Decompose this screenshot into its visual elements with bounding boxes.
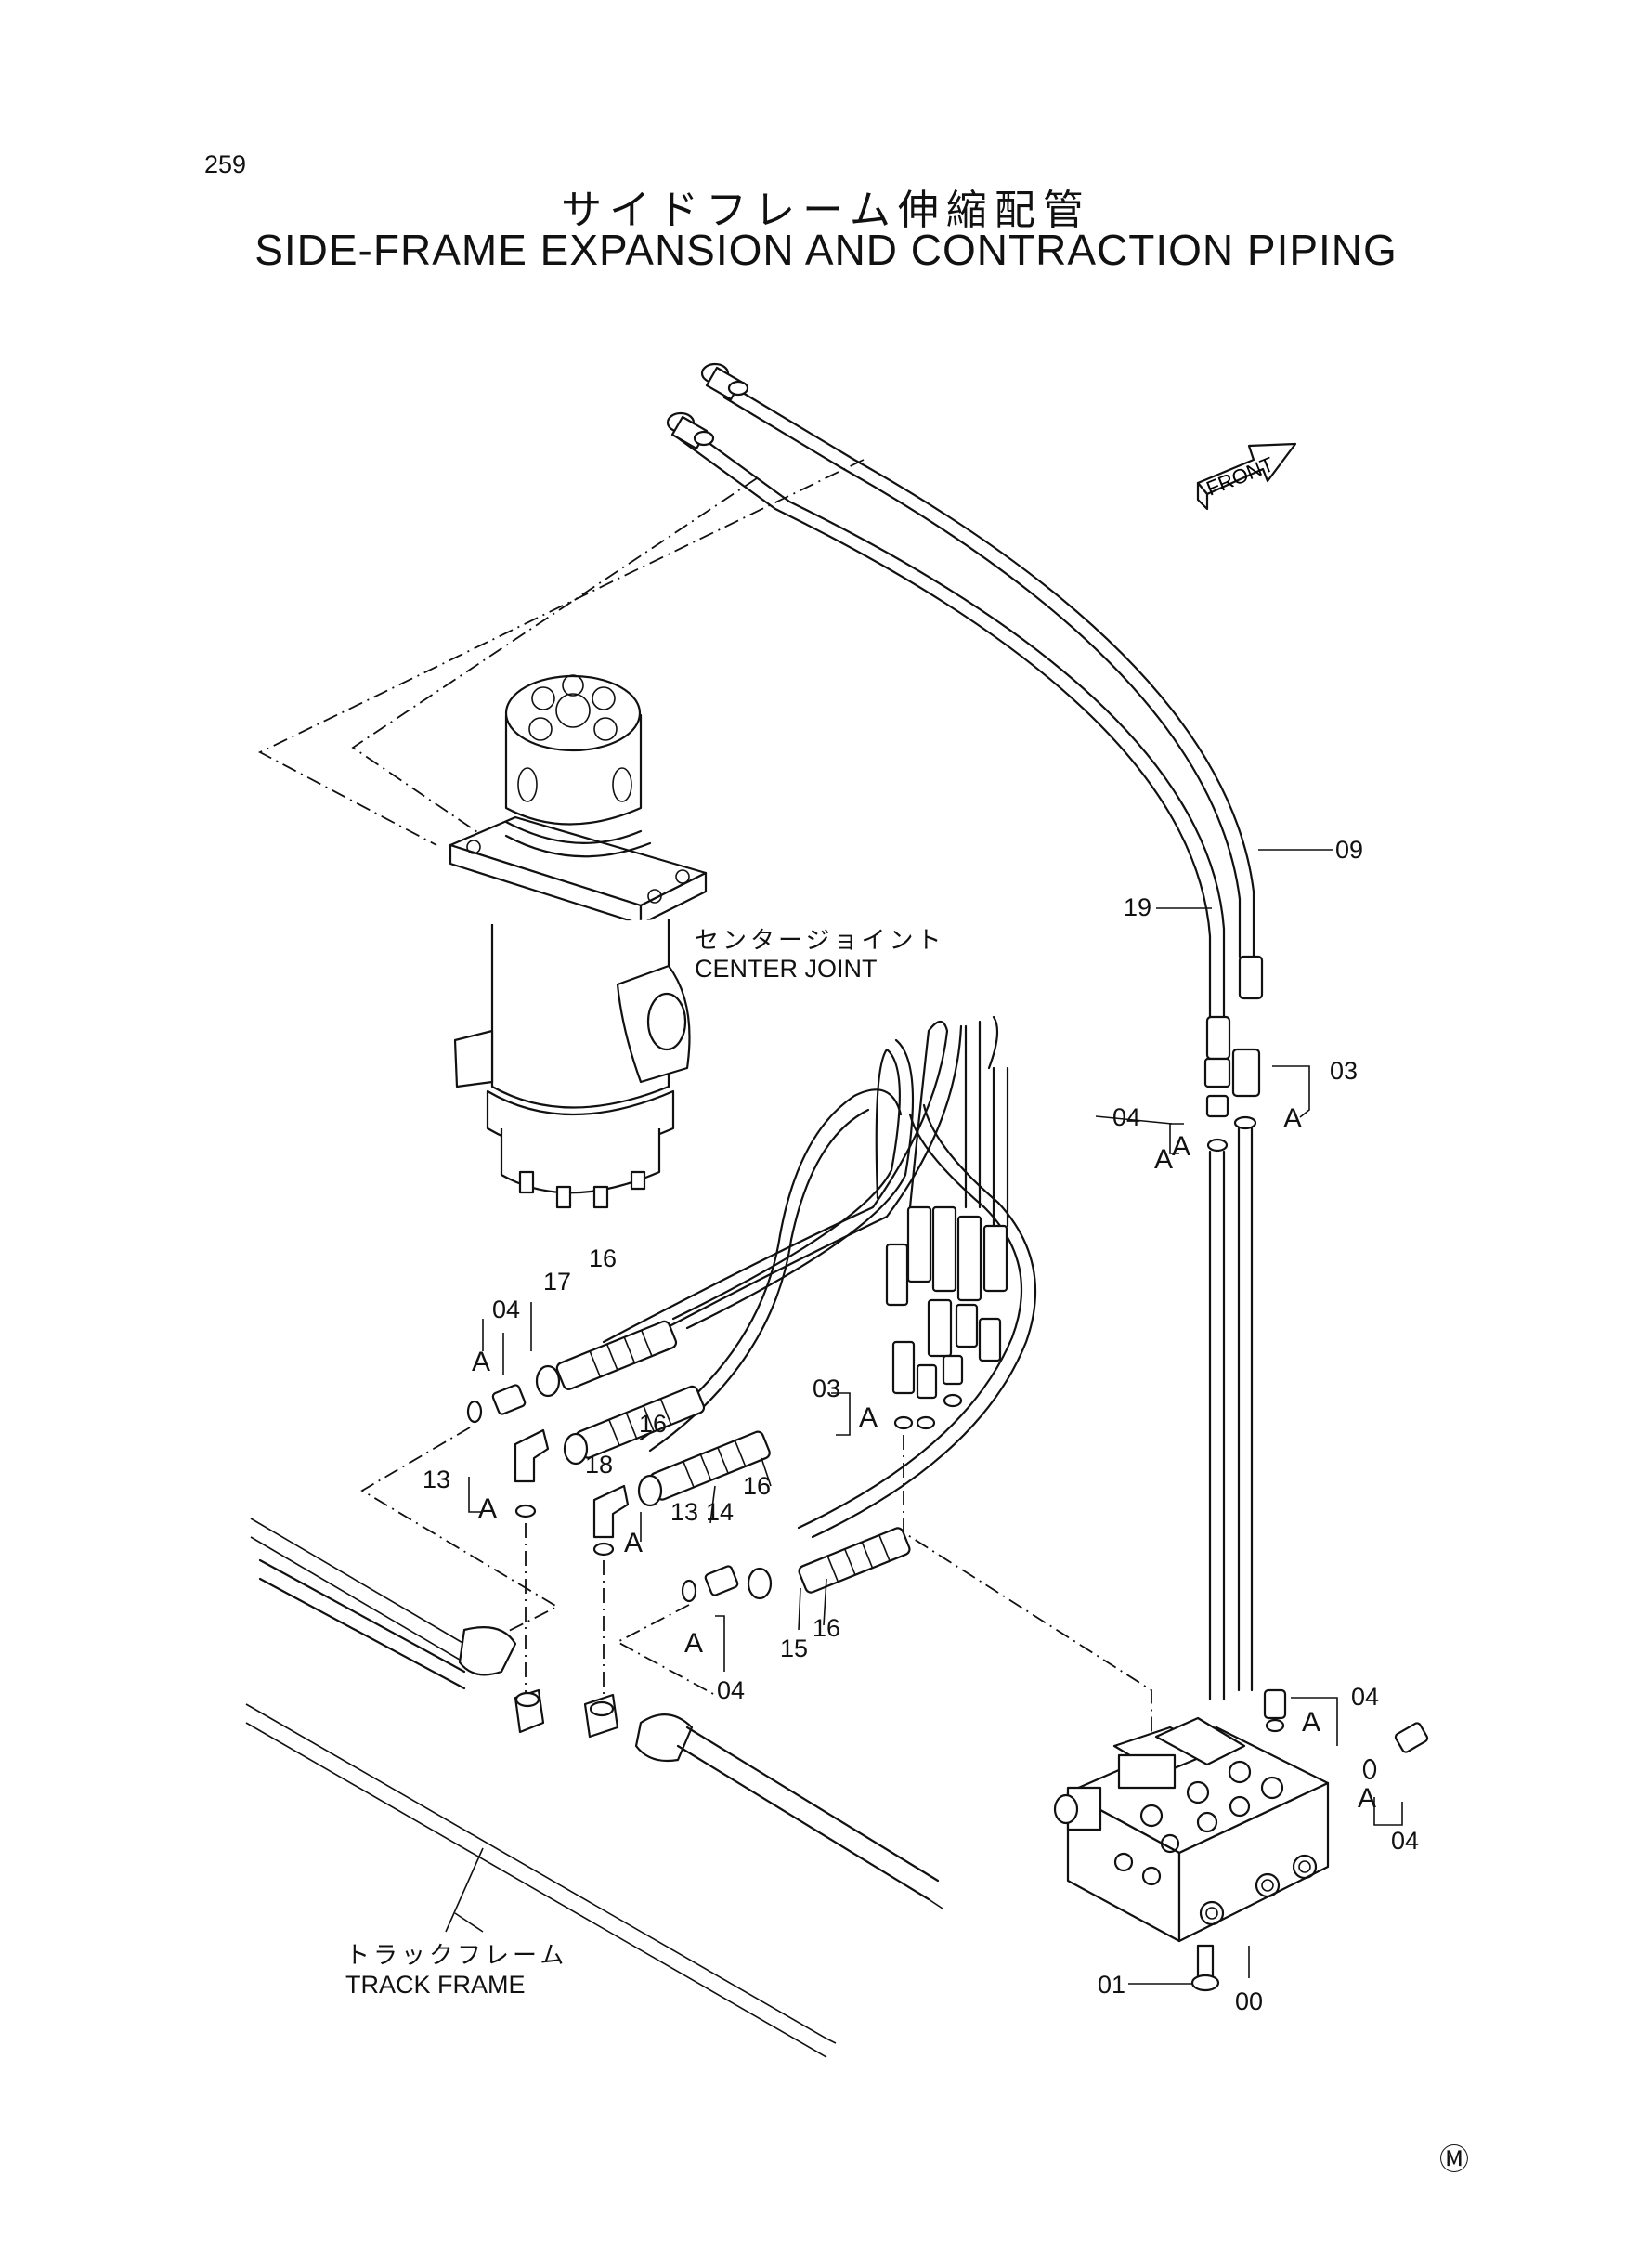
- route-line-a: [360, 1427, 559, 1635]
- port-mark-a: A: [472, 1347, 491, 1377]
- port-mark-a: A: [1283, 1103, 1303, 1134]
- top-fitting-upper: [700, 362, 749, 401]
- hose-09-19: [666, 362, 1264, 1701]
- port-mark-a: A: [624, 1528, 644, 1558]
- part-number-13-a: 13: [423, 1466, 451, 1493]
- page-title-english: SIDE-FRAME EXPANSION AND CONTRACTION PIP…: [254, 226, 1398, 274]
- route-line-lower: [351, 477, 758, 837]
- part-number-19: 19: [1124, 893, 1152, 921]
- hose-bundle: [602, 1015, 1037, 1539]
- port-mark-a: A: [1172, 1131, 1191, 1162]
- page-number: 259: [204, 150, 247, 178]
- port-mark-a: A: [859, 1402, 878, 1433]
- copyright-mark: Ⓜ: [1439, 2142, 1470, 2177]
- top-fitting-lower: [666, 411, 715, 450]
- part-number-17: 17: [543, 1268, 572, 1296]
- port-mark-a: A: [684, 1628, 704, 1659]
- leader-lines: [445, 849, 1403, 1985]
- part-number-03-mid: 03: [813, 1375, 841, 1402]
- route-line-e: [903, 1435, 1152, 1746]
- valve-block: [1053, 1688, 1429, 1992]
- part-number-09: 09: [1335, 836, 1364, 864]
- front-arrow-icon: FRONT: [1196, 442, 1297, 511]
- part-number-16-a: 16: [589, 1244, 618, 1272]
- port-mark-a: A: [478, 1493, 498, 1524]
- part-number-13-b: 13: [670, 1498, 699, 1526]
- part-number-15: 15: [780, 1635, 809, 1662]
- part-number-01: 01: [1098, 1971, 1126, 1999]
- page-title-japanese: サイドフレーム伸縮配管: [561, 187, 1091, 234]
- part-number-16-d: 16: [813, 1614, 841, 1642]
- track-frame-label: TRACK FRAME: [345, 1971, 526, 1999]
- part-number-16-b: 16: [639, 1410, 668, 1438]
- port-mark-a: A: [1358, 1783, 1377, 1814]
- part-number-04-right-a: 04: [1351, 1683, 1380, 1711]
- part-number-03-top: 03: [1330, 1057, 1359, 1085]
- part-number-04-right-b: 04: [1391, 1827, 1420, 1855]
- port-mark-a: A: [1302, 1707, 1321, 1738]
- center-joint: [449, 674, 708, 1209]
- part-number-04-bottom: 04: [717, 1676, 746, 1704]
- route-line-upper: [258, 459, 865, 846]
- center-joint-label: CENTER JOINT: [695, 955, 878, 983]
- part-number-00: 00: [1235, 1987, 1264, 2015]
- track-frame-label-jp: トラックフレーム: [345, 1942, 568, 1970]
- hose-end-fittings: [466, 1320, 911, 1603]
- front-label: FRONT: [1203, 452, 1278, 501]
- part-number-04-top: 04: [1112, 1103, 1141, 1131]
- part-number-14: 14: [706, 1498, 735, 1526]
- port-mark-a: A: [1154, 1144, 1174, 1175]
- part-number-18: 18: [585, 1451, 614, 1479]
- track-frame: [245, 1518, 943, 2058]
- part-number-16-c: 16: [743, 1472, 772, 1500]
- part-number-04-left: 04: [492, 1296, 521, 1323]
- center-joint-label-jp: センタージョイント: [695, 927, 945, 955]
